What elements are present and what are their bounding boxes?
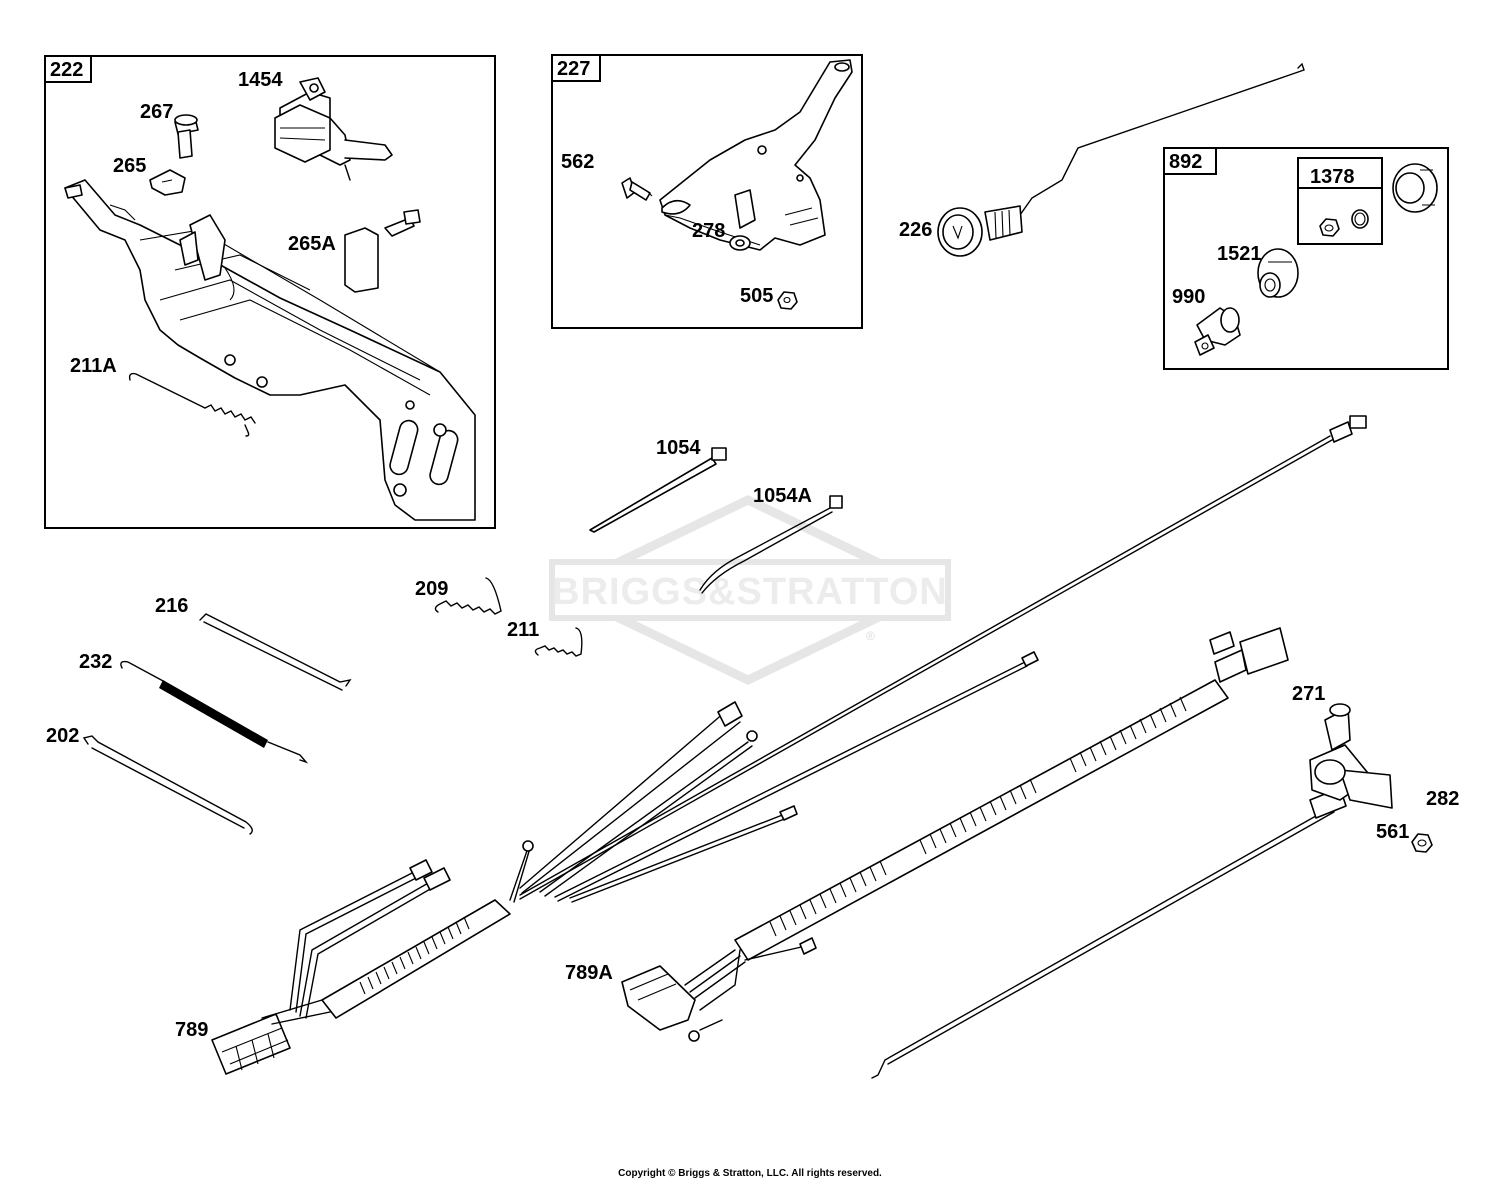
cable-tie-1054-part — [589, 447, 727, 533]
label-892[interactable]: 892 — [1169, 151, 1202, 173]
callout-265a[interactable]: 265A — [288, 233, 336, 255]
callout-1454[interactable]: 1454 — [238, 69, 283, 91]
callout-265[interactable]: 265 — [113, 155, 146, 177]
box-892-tag — [1163, 147, 1217, 175]
group-227: 227 562 278 505 — [551, 54, 863, 329]
wire-harness-789a-part — [621, 627, 1289, 1042]
cable-271-part — [871, 703, 1393, 1079]
switch-1454-part — [274, 77, 393, 181]
callout-1521[interactable]: 1521 — [1217, 243, 1262, 265]
callout-505[interactable]: 505 — [740, 285, 773, 307]
choke-cable-226-part: 226 — [899, 62, 1305, 257]
rod-202-part — [82, 735, 253, 835]
bolt-562-part — [621, 177, 653, 201]
callout-211[interactable]: 211 — [507, 619, 539, 641]
box-1378-tag — [1297, 157, 1383, 189]
watermark-brand: BRIGGS&STRATTON — [552, 571, 948, 613]
copyright-notice: Copyright © Briggs & Stratton, LLC. All … — [618, 1168, 882, 1179]
callout-1054[interactable]: 1054 — [656, 437, 701, 459]
nut-set-1378-part — [1319, 209, 1369, 237]
callout-278[interactable]: 278 — [692, 220, 725, 242]
callout-271[interactable]: 271 — [1292, 683, 1325, 705]
briggs-stratton-watermark: BRIGGS&STRATTON ® — [549, 495, 951, 685]
group-892: 892 1378 1521 990 — [1163, 147, 1449, 370]
key-cylinder-1521-part — [1257, 248, 1299, 298]
box-222-frame — [44, 55, 496, 529]
box-227-tag — [551, 54, 601, 82]
callout-561[interactable]: 561 — [1376, 821, 1409, 843]
clip-265-part — [149, 169, 186, 196]
callout-267[interactable]: 267 — [140, 101, 173, 123]
callout-562[interactable]: 562 — [561, 151, 594, 173]
box-892-frame — [1163, 147, 1449, 370]
bolt-267-part — [174, 114, 199, 159]
key-990-part — [1194, 307, 1241, 356]
spring-232-part — [120, 660, 309, 764]
spring-209-part — [434, 577, 502, 615]
clip-265a-part — [344, 209, 421, 293]
cable-tie-1054a-part — [699, 495, 843, 594]
watermark-reg: ® — [866, 629, 875, 643]
callout-1054a[interactable]: 1054A — [753, 485, 812, 507]
label-222[interactable]: 222 — [50, 59, 83, 81]
callout-211a[interactable]: 211A — [70, 355, 117, 377]
callout-990[interactable]: 990 — [1172, 286, 1205, 308]
label-1378[interactable]: 1378 — [1310, 166, 1355, 188]
callout-789[interactable]: 789 — [175, 1019, 208, 1041]
box-222-tag — [44, 55, 92, 83]
callout-226[interactable]: 226 — [899, 219, 932, 241]
callout-282[interactable]: 282 — [1426, 788, 1459, 810]
label-227[interactable]: 227 — [557, 58, 590, 80]
callout-789a[interactable]: 789A — [565, 962, 613, 984]
wire-harness-789-part — [211, 415, 1367, 1075]
group-222: 222 — [44, 55, 496, 529]
ignition-switch-body-part — [1392, 163, 1438, 213]
lever-plate-part — [659, 59, 853, 251]
rod-216-part — [199, 613, 352, 691]
control-bracket-part — [64, 179, 476, 521]
callout-216[interactable]: 216 — [155, 595, 188, 617]
nut-561-part — [1411, 833, 1433, 853]
callout-209[interactable]: 209 — [415, 578, 448, 600]
spring-211a-part — [128, 372, 256, 437]
callout-202[interactable]: 202 — [46, 725, 79, 747]
spring-211-part — [534, 627, 583, 657]
nut-505-part — [777, 291, 798, 310]
washer-278-part — [729, 235, 751, 251]
box-227-frame — [551, 54, 863, 329]
callout-232[interactable]: 232 — [79, 651, 112, 673]
